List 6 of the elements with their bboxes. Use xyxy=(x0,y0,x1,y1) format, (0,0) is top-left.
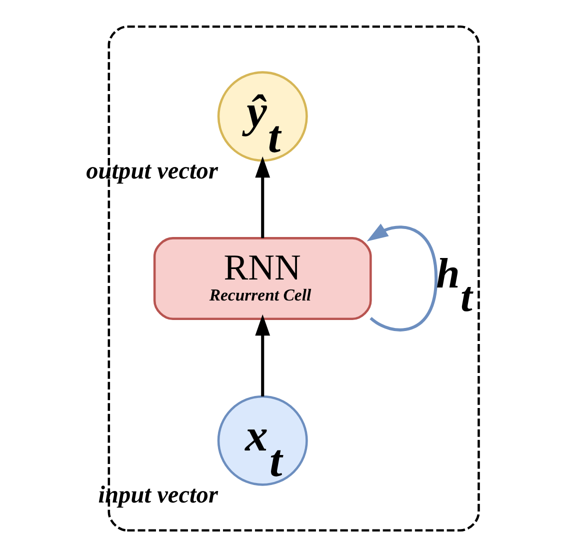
node-label: output vector xyxy=(86,158,218,185)
node-label: input vector xyxy=(98,482,218,509)
node-box: RNN Recurrent Cell xyxy=(153,237,372,320)
arrow xyxy=(366,224,438,332)
arrow xyxy=(255,156,270,238)
arrow xyxy=(255,314,270,396)
